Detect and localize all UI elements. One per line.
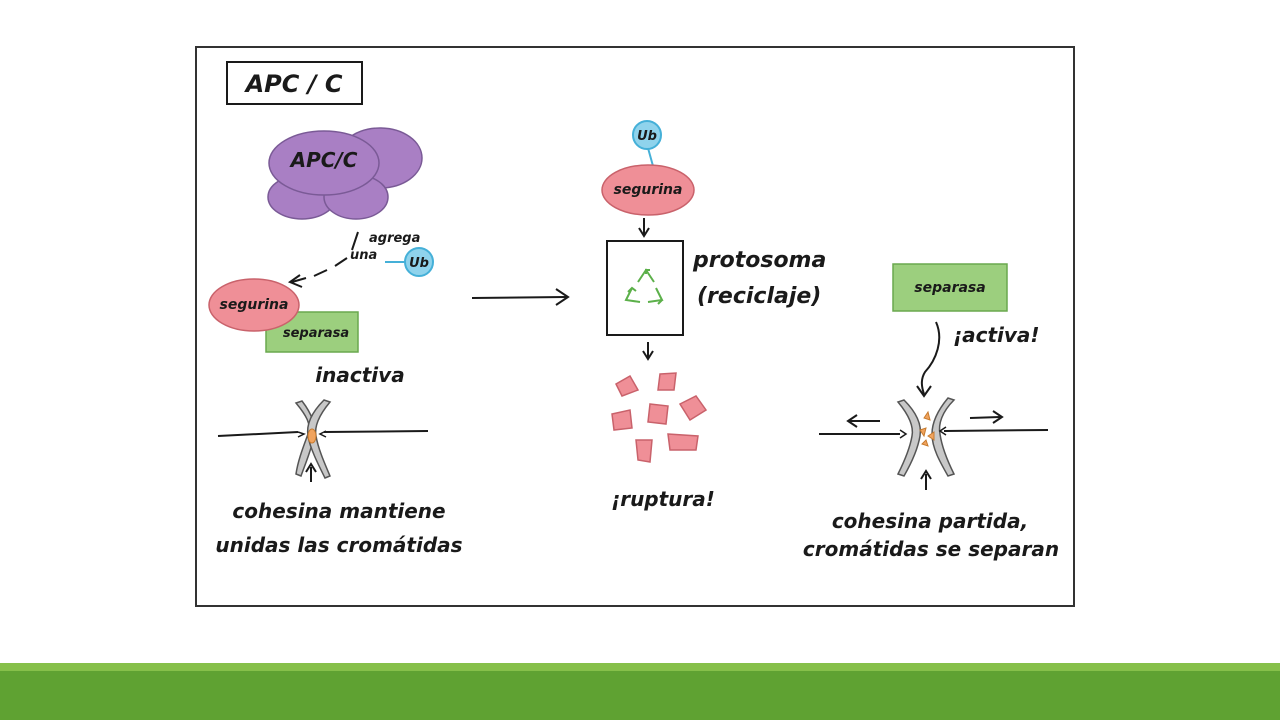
securin-fragments bbox=[611, 372, 708, 463]
recycle-icon bbox=[624, 268, 664, 305]
add-note-line1: agrega bbox=[369, 231, 420, 246]
securin-shape-middle bbox=[601, 164, 695, 216]
securin-shape-left bbox=[208, 278, 300, 332]
breakage-label: ¡ruptura! bbox=[611, 487, 715, 511]
split-text-line1: cohesina partida, bbox=[832, 509, 1028, 533]
title-box: APC / C bbox=[226, 61, 363, 105]
cohesin-text-line2: unidas las cromátidas bbox=[215, 533, 462, 557]
separase-label-right: separasa bbox=[914, 280, 985, 296]
cohesin-intact bbox=[307, 428, 317, 444]
cohesin-text-line1: cohesina mantiene bbox=[232, 499, 445, 523]
securin-separase-complex: segurina separasa bbox=[208, 278, 359, 353]
add-note-line2: una bbox=[350, 248, 377, 263]
securin-label-left: segurina bbox=[220, 297, 289, 313]
securin-label-middle: segurina bbox=[614, 182, 683, 198]
separase-label-left: separasa bbox=[283, 326, 349, 341]
split-text-line2: cromátidas se separan bbox=[803, 537, 1059, 561]
ub-label-left: Ub bbox=[409, 256, 429, 271]
add-ub-arrow bbox=[291, 231, 359, 283]
separase-shape-active bbox=[892, 263, 1008, 312]
inactive-label: inactiva bbox=[315, 363, 404, 387]
activation-arrow bbox=[920, 321, 941, 395]
diagram-title: APC / C bbox=[244, 70, 343, 98]
cohesin-cleaved bbox=[919, 410, 935, 447]
diagram-canvas: APC / C APC/C agrega una Ub segurina sep… bbox=[195, 46, 1075, 607]
bottom-footer-bar bbox=[0, 671, 1280, 720]
apc-complex: APC/C bbox=[267, 127, 423, 220]
proteasome-box bbox=[606, 240, 684, 336]
bottom-accent-bar bbox=[0, 663, 1280, 671]
ub-tag-middle: Ub bbox=[632, 120, 662, 167]
active-label: ¡activa! bbox=[953, 323, 1040, 347]
complex-label: APC/C bbox=[289, 148, 358, 172]
proteasome-line1: protosoma bbox=[692, 248, 826, 273]
ub-tag-left: Ub bbox=[385, 247, 434, 277]
proteasome-line2: (reciclaje) bbox=[697, 284, 821, 309]
chromosome-separated bbox=[819, 397, 1049, 490]
transition-arrow bbox=[471, 288, 570, 306]
chromosome-joined bbox=[217, 399, 429, 482]
ub-label-middle: Ub bbox=[637, 129, 657, 144]
